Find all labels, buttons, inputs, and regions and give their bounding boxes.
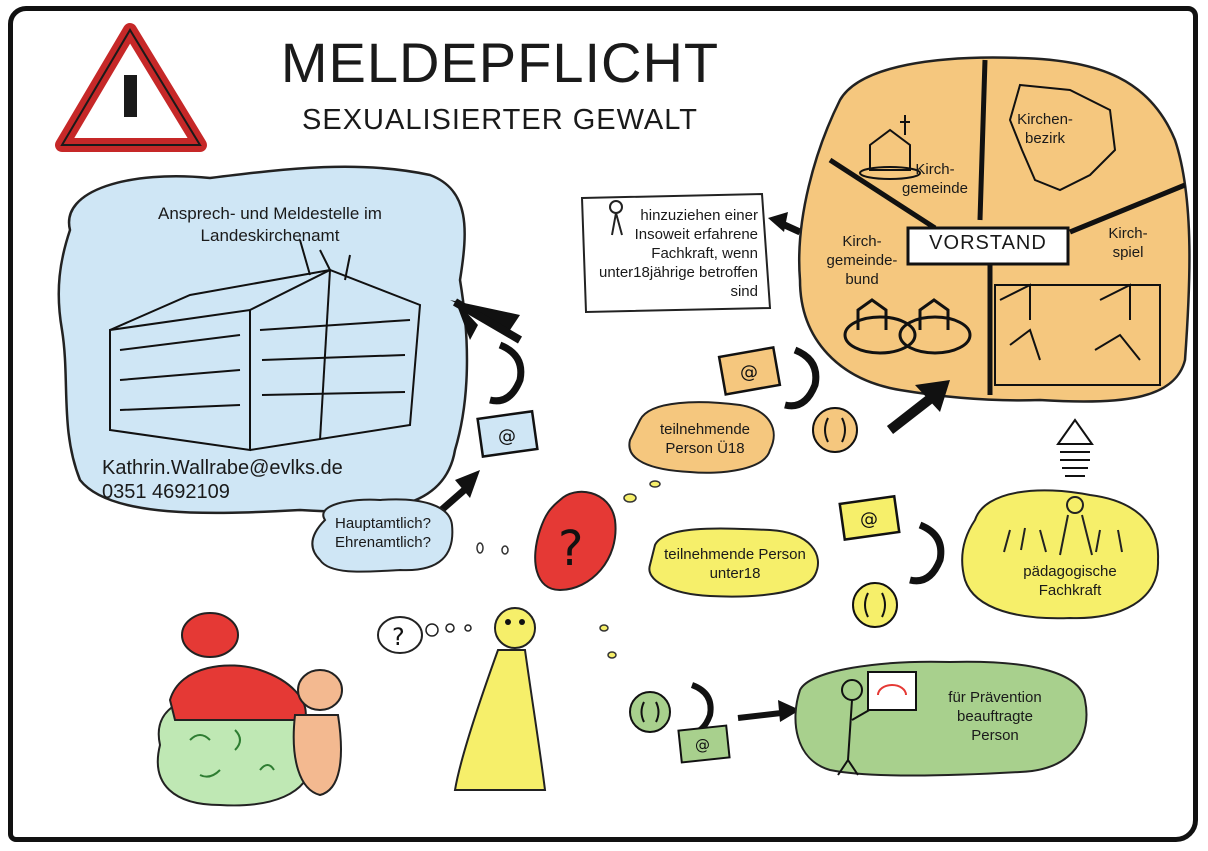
svg-text:@: @	[860, 509, 878, 530]
svg-text:@: @	[695, 736, 710, 754]
svg-text:@: @	[740, 362, 758, 383]
contact-email[interactable]: Kathrin.Wallrabe@evlks.de	[102, 457, 343, 479]
role-question-text: Hauptamtlich? Ehrenamtlich?	[335, 515, 431, 551]
district-outline	[1008, 83, 1117, 192]
svg-text:@: @	[498, 426, 516, 447]
page-subtitle: SEXUALISIERTER GEWALT	[302, 104, 698, 136]
note-paper	[580, 192, 772, 314]
kirchspiel-label: Kirch-spiel	[1108, 225, 1148, 261]
upward-arrow-icon	[1056, 418, 1094, 477]
note-text: hinzuziehen einer Insoweit erfahrene Fac…	[598, 207, 758, 300]
adult-participant-cloud	[628, 401, 775, 474]
minor-participant-cloud	[648, 527, 819, 598]
thought-bubble-icon: ?	[377, 616, 472, 654]
thought-dots	[599, 480, 661, 659]
svg-text:?: ?	[558, 521, 583, 577]
presenter-icon	[837, 671, 917, 776]
child-figure-icon	[292, 669, 343, 797]
consultant-icon	[609, 200, 623, 236]
svg-text:?: ?	[392, 623, 405, 651]
conversation-icon-educator	[852, 582, 898, 628]
envelope-icon-educator: @	[838, 494, 901, 541]
arrow-to-note	[768, 212, 802, 236]
region-dividers	[828, 59, 1186, 395]
educator-label: pädagogische Fachkraft	[1023, 563, 1117, 599]
chapel-icon	[859, 115, 921, 180]
phone-icon-prevention	[683, 682, 714, 737]
page-title: MELDEPFLICHT	[280, 31, 720, 94]
role-question-bubble	[311, 498, 454, 573]
parish-map-icon	[994, 283, 1161, 386]
linked-churches-icon	[843, 298, 972, 355]
picture-frame	[8, 6, 1198, 842]
kirchgemeindebund-label: Kirch-gemeinde-bund	[826, 233, 898, 288]
contact-office-heading: Ansprech- und Meldestelle im Landeskirch…	[158, 204, 382, 245]
phone-icon-adult	[784, 346, 820, 410]
prevention-label: für Prävention beauftragte Person	[948, 689, 1042, 744]
conversation-icon-prevention	[629, 691, 671, 733]
contact-phone[interactable]: 0351 4692109	[102, 481, 230, 503]
question-mark-icon: ?	[534, 490, 617, 592]
kirchenbezirk-label: Kirchen-bezirk	[1017, 111, 1073, 147]
thought-dots-person	[476, 542, 509, 555]
worried-person-icon	[453, 607, 547, 791]
arrow-to-office	[450, 298, 523, 344]
minor-participant-label: teilnehmende Person unter18	[664, 546, 806, 582]
contact-cloud	[57, 165, 469, 515]
arrow-to-board	[886, 380, 950, 434]
board-label: VORSTAND	[929, 232, 1047, 254]
group-of-people-icon	[1003, 496, 1123, 556]
warning-triangle-icon	[55, 23, 207, 152]
red-person-icon	[168, 612, 307, 721]
board-sign	[906, 226, 1070, 266]
envelope-icon: @	[476, 409, 539, 458]
envelope-icon-adult: @	[717, 345, 782, 396]
adult-participant-label: teilnehmende Person Ü18	[659, 421, 751, 457]
phone-icon	[489, 341, 525, 405]
arrow-to-prevention	[737, 700, 800, 722]
envelope-icon-prevention: @	[677, 724, 731, 764]
church-office-building-icon	[109, 239, 422, 452]
conversation-icon-adult	[812, 407, 858, 453]
kirchgemeinde-label: Kirch-gemeinde	[902, 161, 968, 197]
phone-icon-educator	[909, 521, 945, 585]
